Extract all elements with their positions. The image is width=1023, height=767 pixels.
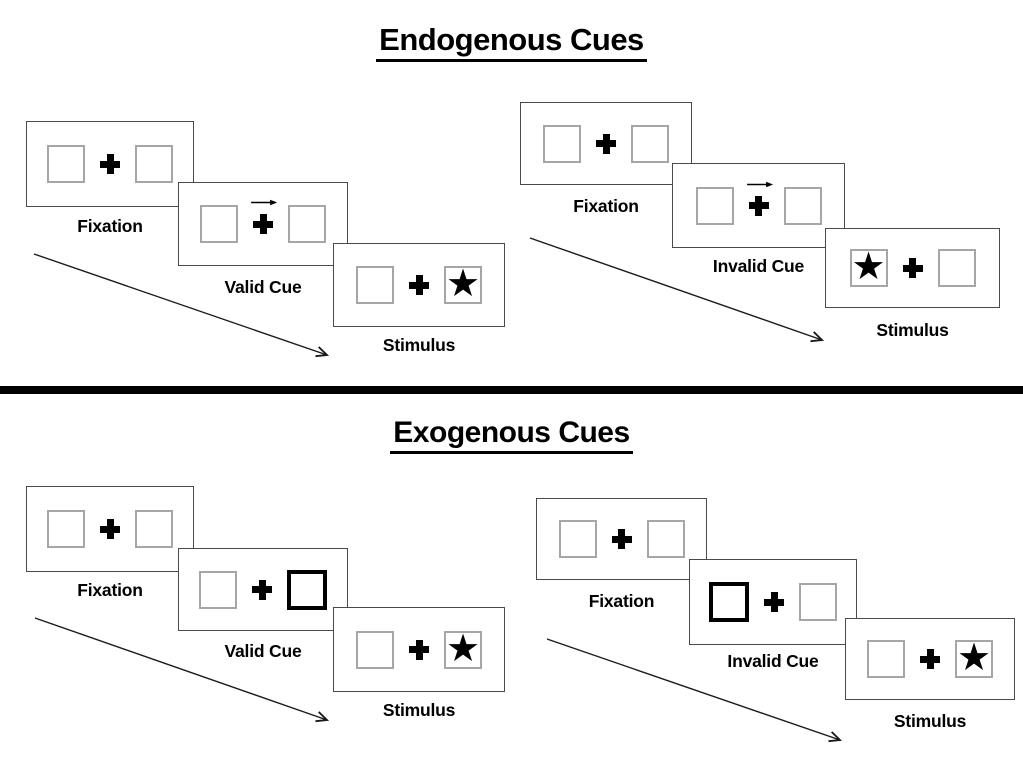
right-placeholder-box bbox=[783, 186, 822, 225]
left-target-box: ★ bbox=[849, 244, 888, 288]
right-target-box: ★ bbox=[444, 625, 482, 670]
card-label-invalid-cue: Invalid Cue bbox=[727, 651, 819, 671]
fixation-cross-icon bbox=[252, 579, 272, 600]
star-icon: ★ bbox=[445, 261, 481, 305]
left-placeholder-box bbox=[558, 520, 597, 558]
fixation-card bbox=[26, 121, 194, 207]
left-placeholder-box bbox=[356, 630, 394, 669]
stimulus-card: ★ bbox=[845, 618, 1015, 700]
star-icon: ★ bbox=[851, 244, 886, 288]
left-placeholder-box bbox=[695, 186, 734, 225]
fixation-cross-icon bbox=[748, 195, 769, 216]
fixation-cross-icon bbox=[902, 258, 923, 278]
fixation-cross-icon bbox=[409, 639, 429, 660]
right-placeholder-box bbox=[288, 205, 326, 243]
left-cue-highlight-box bbox=[709, 582, 749, 622]
card-label-stimulus: Stimulus bbox=[893, 711, 967, 731]
card-label-fixation: Fixation bbox=[588, 591, 655, 611]
left-placeholder-box bbox=[47, 510, 85, 548]
timeline-arrow-endogenous-valid bbox=[33, 253, 330, 358]
valid-cue-card bbox=[178, 182, 348, 266]
section-title-text: Exogenous Cues bbox=[390, 416, 633, 454]
fixation-card bbox=[520, 102, 692, 185]
right-target-box: ★ bbox=[444, 261, 482, 305]
fixation-cross-icon bbox=[611, 529, 632, 549]
fixation-cross-icon bbox=[253, 214, 273, 234]
left-placeholder-box bbox=[867, 640, 905, 678]
right-cue-highlight-box bbox=[287, 569, 327, 610]
right-placeholder-box bbox=[631, 124, 669, 163]
fixation-card bbox=[536, 498, 707, 580]
card-label-stimulus: Stimulus bbox=[382, 335, 456, 355]
cue-arrow-right-icon bbox=[746, 181, 773, 187]
fixation-cross-icon bbox=[100, 154, 120, 174]
section-divider bbox=[0, 386, 1023, 394]
fixation-card bbox=[26, 486, 194, 572]
fixation-cross-icon bbox=[409, 275, 429, 295]
fixation-cross-icon bbox=[596, 133, 616, 154]
right-placeholder-box bbox=[937, 249, 976, 287]
card-label-fixation: Fixation bbox=[77, 216, 143, 236]
right-placeholder-box bbox=[799, 583, 837, 621]
section-title-text: Endogenous Cues bbox=[376, 22, 647, 62]
left-placeholder-box bbox=[200, 205, 238, 243]
card-label-fixation: Fixation bbox=[573, 196, 639, 216]
invalid-cue-card bbox=[689, 559, 857, 645]
left-placeholder-box bbox=[199, 570, 237, 609]
card-label-stimulus: Stimulus bbox=[382, 700, 456, 720]
left-placeholder-box bbox=[543, 124, 581, 163]
star-icon: ★ bbox=[445, 625, 481, 670]
invalid-cue-card bbox=[672, 163, 845, 248]
fixation-cross-icon bbox=[764, 592, 784, 612]
right-placeholder-box bbox=[135, 510, 173, 548]
card-label-invalid-cue: Invalid Cue bbox=[712, 256, 805, 276]
right-placeholder-box bbox=[135, 145, 173, 183]
right-target-box: ★ bbox=[955, 635, 993, 679]
card-label-valid-cue: Valid Cue bbox=[224, 641, 302, 661]
fixation-cross-icon bbox=[100, 519, 120, 539]
right-placeholder-box bbox=[646, 520, 685, 558]
timeline-arrow-exogenous-valid bbox=[34, 617, 330, 723]
card-label-stimulus: Stimulus bbox=[876, 320, 949, 340]
stimulus-card: ★ bbox=[825, 228, 1000, 308]
card-label-fixation: Fixation bbox=[77, 580, 143, 600]
section-title-endogenous: Endogenous Cues bbox=[0, 22, 1023, 62]
stimulus-card: ★ bbox=[333, 607, 505, 692]
cue-arrow-right-icon bbox=[251, 199, 278, 206]
valid-cue-card bbox=[178, 548, 348, 631]
left-placeholder-box bbox=[47, 145, 85, 183]
fixation-cross-icon bbox=[920, 649, 940, 669]
stimulus-card: ★ bbox=[333, 243, 505, 327]
card-label-valid-cue: Valid Cue bbox=[224, 277, 302, 297]
star-icon: ★ bbox=[956, 635, 992, 679]
left-placeholder-box bbox=[356, 266, 394, 304]
section-title-exogenous: Exogenous Cues bbox=[0, 416, 1023, 454]
timeline-arrow-endogenous-invalid bbox=[529, 237, 825, 343]
